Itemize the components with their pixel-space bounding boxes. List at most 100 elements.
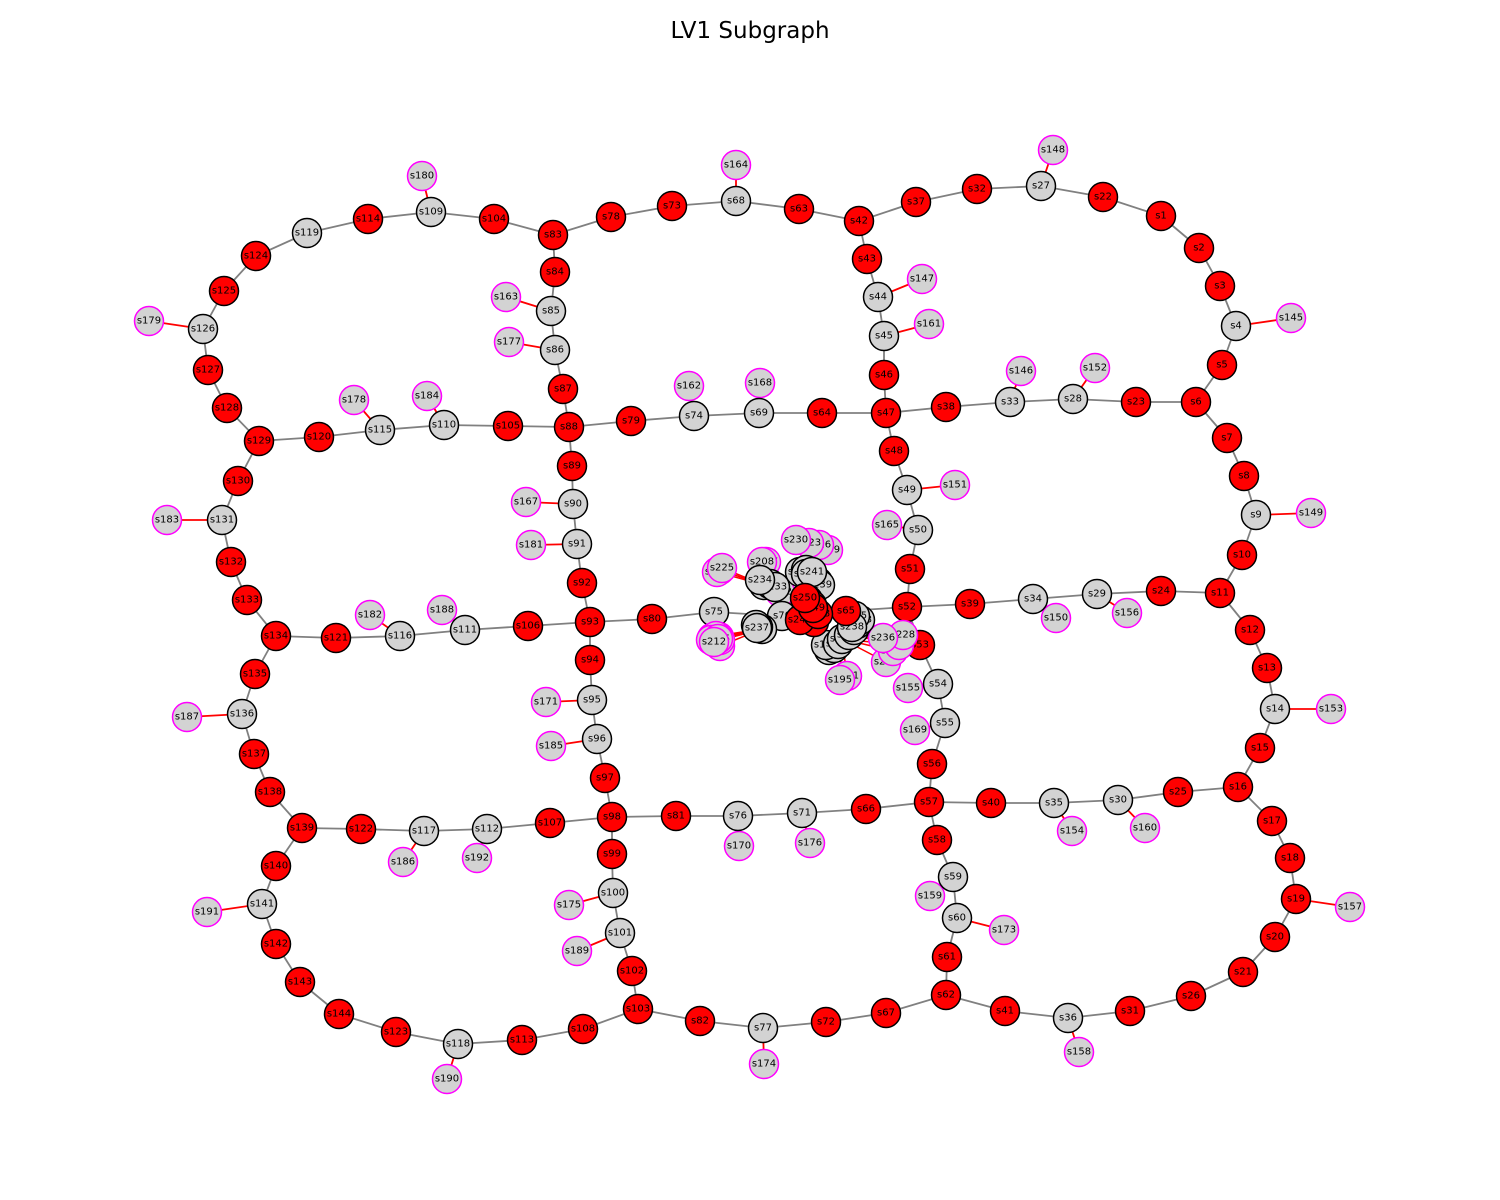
node-circle [461, 842, 493, 874]
node-s134: s134 [260, 620, 292, 652]
node-circle [208, 275, 240, 307]
node-s183: s183 [151, 504, 183, 536]
node-s25: s25 [1162, 776, 1194, 808]
node-circle [286, 812, 318, 844]
node-circle [384, 620, 416, 652]
node-s234: s234 [744, 564, 776, 596]
node-circle [615, 405, 647, 437]
node-s73: s73 [656, 190, 688, 222]
node-circle [1057, 383, 1089, 415]
node-circle [557, 488, 589, 520]
node-circle [535, 730, 567, 762]
node-s71: s71 [786, 797, 818, 829]
node-circle [1234, 614, 1266, 646]
node-s85: s85 [535, 295, 567, 327]
node-circle [556, 450, 588, 482]
node-circle [535, 295, 567, 327]
node-circle [215, 546, 247, 578]
node-s33: s33 [994, 386, 1026, 418]
node-s145: s145 [1275, 302, 1307, 334]
node-circle [748, 1048, 780, 1080]
node-s37: s37 [900, 186, 932, 218]
node-circle [1227, 956, 1259, 988]
node-s28: s28 [1057, 383, 1089, 415]
node-circle [941, 902, 973, 934]
node-s20: s20 [1259, 921, 1291, 953]
node-s123: s123 [380, 1016, 412, 1048]
node-circle [824, 664, 856, 696]
node-s132: s132 [215, 546, 247, 578]
node-circle [937, 861, 969, 893]
node-s167: s167 [510, 486, 542, 518]
node-circle [1025, 170, 1057, 202]
node-s16: s16 [1222, 771, 1254, 803]
node-circle [239, 658, 271, 690]
node-circle [192, 354, 224, 386]
node-s212: s212 [698, 626, 730, 658]
node-circle [411, 380, 443, 412]
node-s93: s93 [574, 606, 606, 638]
node-circle [892, 672, 924, 704]
node-circle [870, 997, 902, 1029]
node-s56: s56 [916, 748, 948, 780]
node-s169: s169 [899, 714, 931, 746]
node-circle [449, 614, 481, 646]
node-circle [1204, 577, 1236, 609]
node-circle [515, 529, 547, 561]
node-s13: s13 [1251, 652, 1283, 684]
node-s49: s49 [891, 474, 923, 506]
node-s178: s178 [338, 384, 370, 416]
node-circle [1145, 575, 1177, 607]
node-s112: s112 [471, 813, 503, 845]
node-s99: s99 [596, 838, 628, 870]
node-circle [574, 644, 606, 676]
node-s120: s120 [303, 421, 335, 453]
node-s130: s130 [222, 465, 254, 497]
node-circle [553, 889, 585, 921]
node-s21: s21 [1227, 956, 1259, 988]
node-s102: s102 [616, 955, 648, 987]
node-circle [830, 595, 862, 627]
node-circle [260, 850, 292, 882]
node-s44: s44 [862, 281, 894, 313]
node-s107: s107 [534, 807, 566, 839]
node-circle [1087, 181, 1119, 213]
node-circle [537, 219, 569, 251]
node-s180: s180 [406, 160, 438, 192]
node-s173: s173 [988, 914, 1020, 946]
node-s72: s72 [810, 1006, 842, 1038]
node-s23: s23 [1120, 386, 1152, 418]
node-s38: s38 [930, 391, 962, 423]
node-s4: s4 [1220, 310, 1252, 342]
node-circle [191, 896, 223, 928]
node-s82: s82 [684, 1005, 716, 1037]
node-s69: s69 [743, 397, 775, 429]
node-s164: s164 [720, 149, 752, 181]
node-s138: s138 [254, 776, 286, 808]
node-s31: s31 [1114, 995, 1146, 1027]
node-circle [380, 1016, 412, 1048]
node-s155: s155 [892, 672, 924, 704]
node-s74: s74 [678, 400, 710, 432]
node-circle [512, 610, 544, 642]
node-s60: s60 [941, 902, 973, 934]
node-circle [843, 205, 875, 237]
node-circle [862, 281, 894, 313]
node-s29: s29 [1081, 578, 1113, 610]
node-circle [988, 914, 1020, 946]
node-s192: s192 [461, 842, 493, 874]
node-circle [954, 588, 986, 620]
node-s185: s185 [535, 730, 567, 762]
node-circle [530, 686, 562, 718]
node-circle [1204, 270, 1236, 302]
node-circle [1222, 771, 1254, 803]
node-s96: s96 [581, 723, 613, 755]
node-s184: s184 [411, 380, 443, 412]
nodes-layer: s145s146s147s148s149s150s151s152s153s154… [133, 134, 1366, 1095]
node-circle [490, 281, 522, 313]
node-circle [151, 504, 183, 536]
node-s43: s43 [851, 243, 883, 275]
node-circle [994, 386, 1026, 418]
node-s27: s27 [1025, 170, 1057, 202]
node-s42: s42 [843, 205, 875, 237]
